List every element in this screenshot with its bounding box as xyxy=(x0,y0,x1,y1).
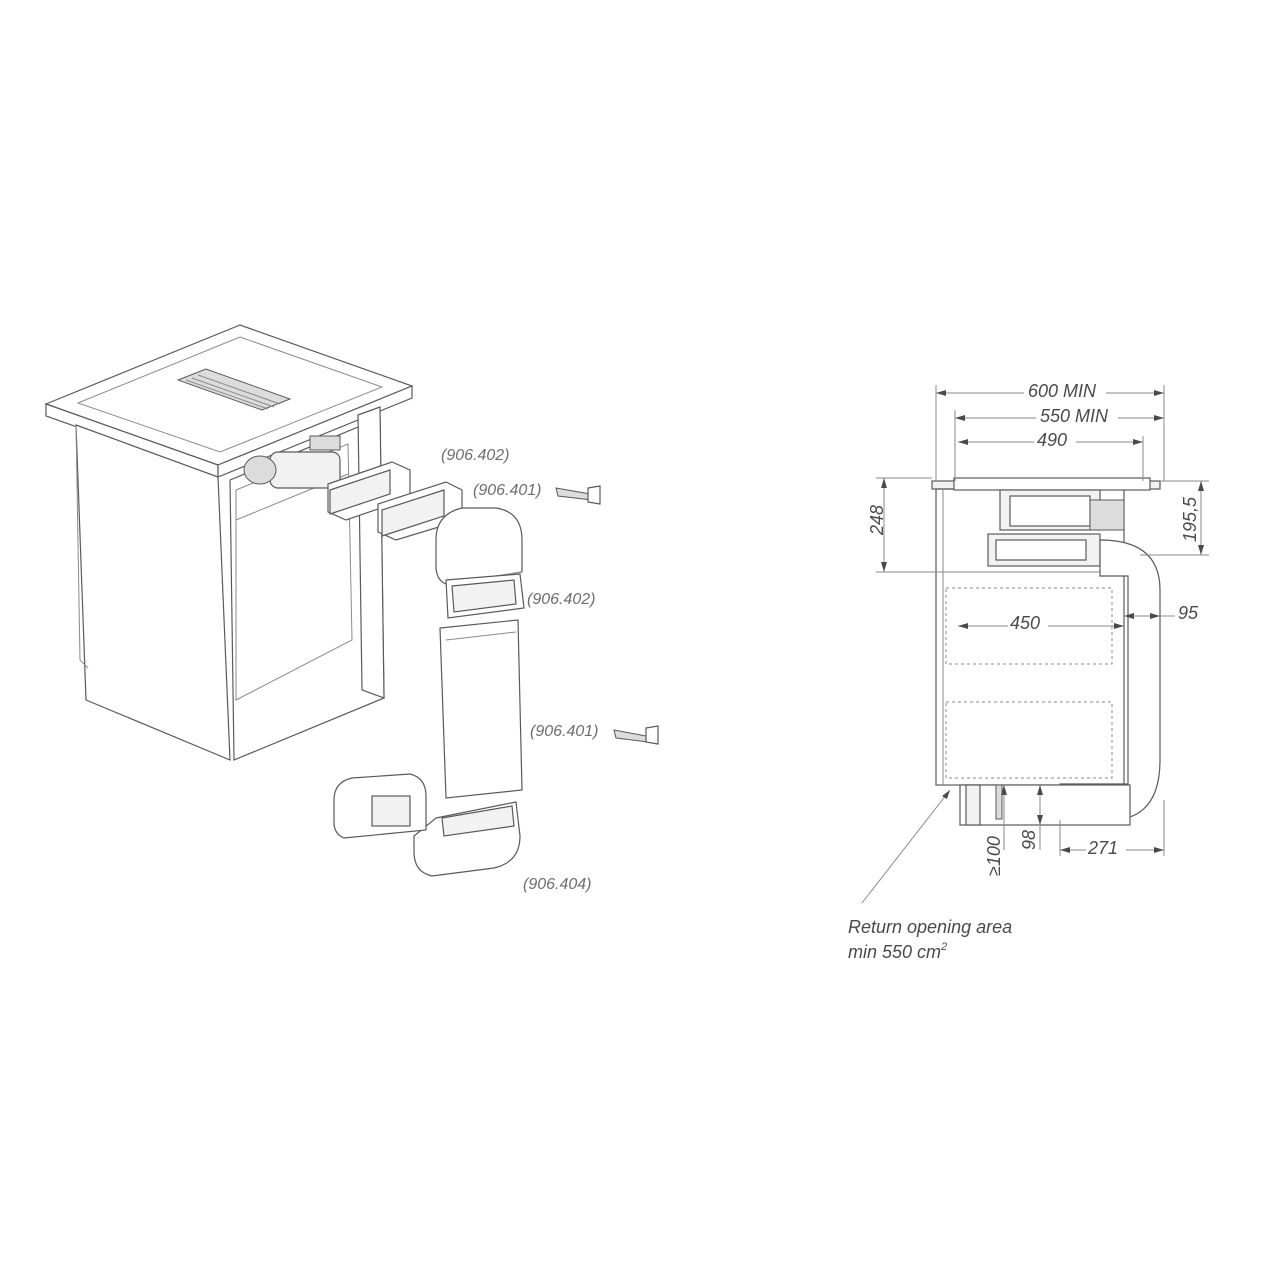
label-906-404: (906.404) xyxy=(523,876,592,893)
saw-icon xyxy=(613,725,659,745)
label-906-402-top: (906.402) xyxy=(441,447,510,464)
dim-95: 95 xyxy=(1178,603,1199,623)
label-906-401-mid: (906.401) xyxy=(530,723,599,740)
dim-100: ≥100 xyxy=(984,836,1004,876)
dim-98: 98 xyxy=(1019,830,1039,850)
dim-195-5: 195,5 xyxy=(1180,496,1200,542)
dim-490: 490 xyxy=(1037,430,1067,450)
section-view xyxy=(931,477,1161,826)
label-906-401-top: (906.401) xyxy=(473,482,542,499)
dim-248: 248 xyxy=(867,505,887,536)
note-line-2-sup: 2 xyxy=(940,941,947,953)
cabinet-isometric xyxy=(44,324,414,761)
note-line-2: min 550 cm2 xyxy=(848,941,947,962)
dim-450: 450 xyxy=(1010,613,1040,633)
dim-271: 271 xyxy=(1087,838,1118,858)
note-line-2-prefix: min 550 cm xyxy=(848,942,941,962)
saw-icon xyxy=(555,485,601,505)
dim-550-min: 550 MIN xyxy=(1040,406,1109,426)
label-906-402-mid: (906.402) xyxy=(527,591,596,608)
note-line-1: Return opening area xyxy=(848,917,1012,937)
dim-600-min: 600 MIN xyxy=(1028,381,1097,401)
duct-parts xyxy=(327,461,659,877)
